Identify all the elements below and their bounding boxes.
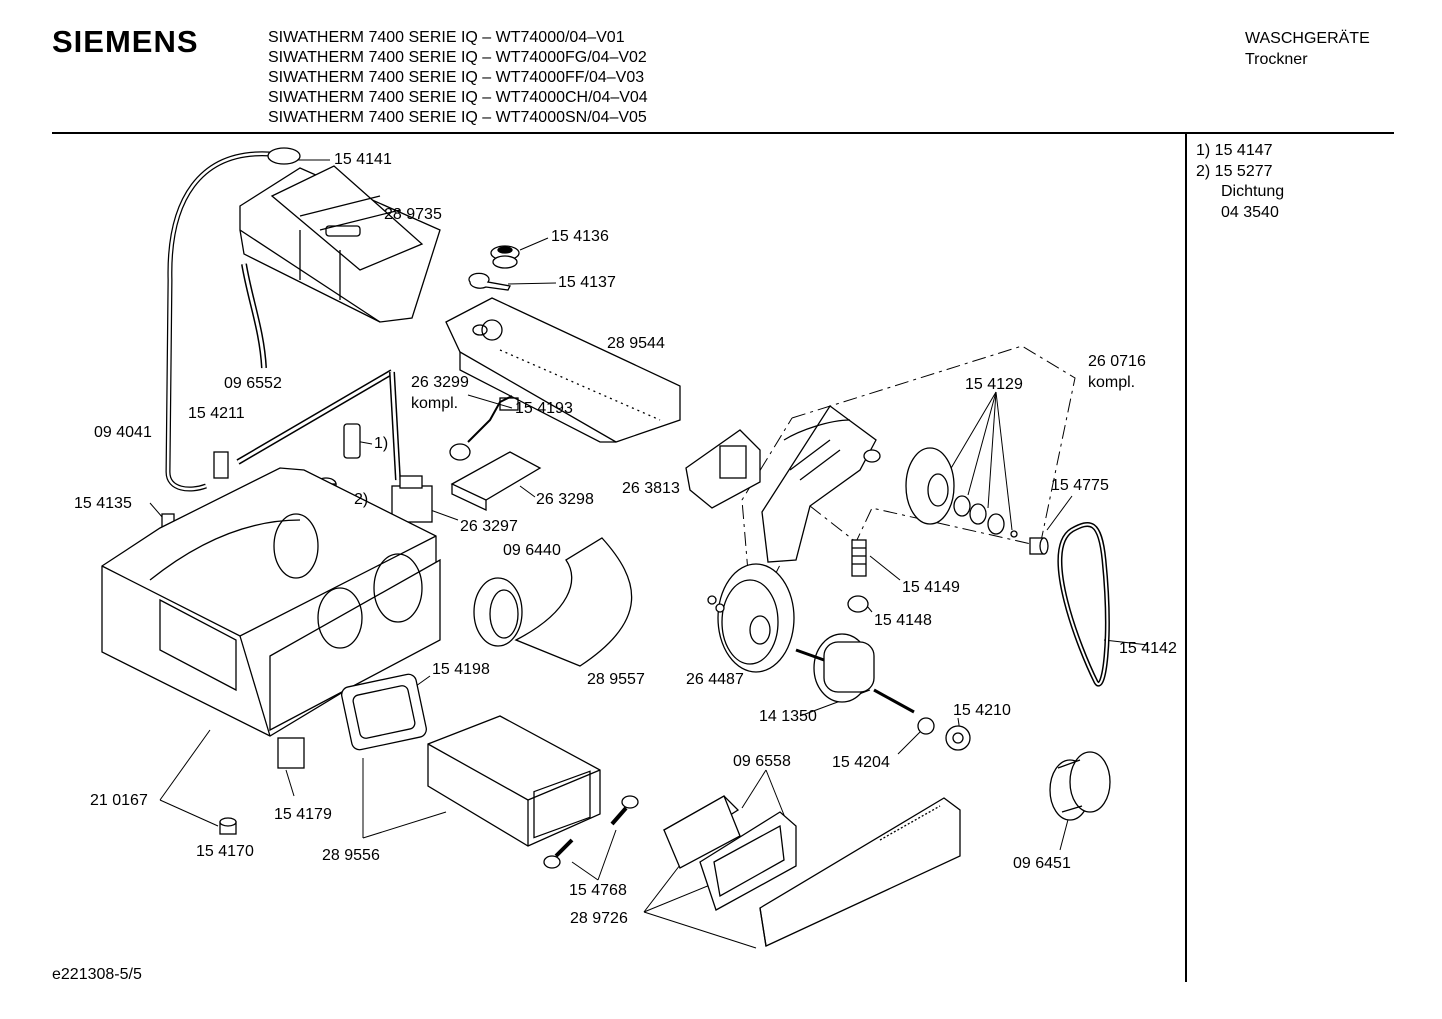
model-line-3: SIWATHERM 7400 SERIE IQ – WT74000FF/04–V… [268,69,645,86]
clip-154211 [213,451,229,479]
part-154179 [277,737,305,769]
note-1: 1) 15 4147 [1196,142,1273,159]
notes-divider [1185,134,1187,982]
label-141350: 14 1350 [759,708,817,725]
pulley-154129 [905,447,1018,538]
motor-bracket [761,405,881,563]
lint-filter-289735 [239,165,441,323]
label-154211: 15 4211 [188,405,245,422]
model-line-1: SIWATHERM 7400 SERIE IQ – WT74000/04–V01 [268,29,625,46]
label-154179: 15 4179 [274,806,332,823]
key-154137 [468,272,511,291]
label-154170: 15 4170 [196,843,254,860]
gasket-096558 [663,795,741,869]
label-094041: 09 4041 [94,424,152,441]
fan-264487 [707,563,795,673]
label-210167: 21 0167 [90,792,148,809]
label-kompl-260716: kompl. [1088,374,1136,391]
label-154142: 15 4142 [1119,640,1177,657]
label-154775: 15 4775 [1051,477,1109,494]
part-154775 [1029,537,1049,555]
board-263298 [450,451,542,512]
model-line-4: SIWATHERM 7400 SERIE IQ – WT74000CH/04–V… [268,89,648,106]
base-frame-210167 [101,467,441,737]
part-154170 [219,817,237,835]
note-2: 2) 15 5277 [1196,163,1273,180]
header-divider [52,132,1394,134]
label-096552: 09 6552 [224,375,282,392]
motor-141350 [795,633,915,714]
heater-289556 [427,715,601,847]
leader-lines [149,159,1149,949]
label-289726: 28 9726 [570,910,628,927]
subcategory-title: Trockner [1245,51,1308,68]
part-154210 [945,725,971,751]
assembly-boundary [741,345,1076,622]
label-096440: 09 6440 [503,542,561,559]
label-096451: 09 6451 [1013,855,1071,872]
spring-154149 [851,539,867,577]
duct-cover-289544 [445,297,681,443]
part-154204 [917,717,935,735]
label-263298: 26 3298 [536,491,594,508]
float-switch-263299 [449,395,519,461]
seal-096440 [473,577,523,647]
note-2-desc: Dichtung [1221,183,1285,200]
model-line-2: SIWATHERM 7400 SERIE IQ – WT74000FG/04–V… [268,49,647,66]
label-289556: 28 9556 [322,847,380,864]
label-263297: 26 3297 [460,518,518,535]
label-096558: 09 6558 [733,753,791,770]
model-line-5: SIWATHERM 7400 SERIE IQ – WT74000SN/04–V… [268,109,647,126]
label-154149: 15 4149 [902,579,960,596]
label-154129: 15 4129 [965,376,1023,393]
label-kompl-263299: kompl. [411,395,459,412]
label-154137: 15 4137 [558,274,616,291]
grommet-154136 [490,245,520,269]
label-154135: 15 4135 [74,495,132,512]
gasket-154198 [341,673,427,751]
label-260716: 26 0716 [1088,353,1146,370]
label-154141: 15 4141 [334,151,392,168]
label-154768: 15 4768 [569,882,627,899]
felt-289557 [514,537,633,667]
screw-154768 [543,795,639,869]
label-154210: 15 4210 [953,702,1011,719]
label-289557: 28 9557 [587,671,645,688]
label-263813: 26 3813 [622,480,680,497]
label-note-2: 2) [354,491,369,508]
note-2-number: 04 3540 [1221,204,1279,221]
label-154136: 15 4136 [551,228,609,245]
capacitor [343,423,361,459]
brand-logo: SIEMENS [52,24,199,59]
part-154148 [847,595,869,613]
pump-263297 [391,475,433,523]
front-panel-289726 [759,797,961,947]
document-id: e221308-5/5 [52,966,142,983]
label-289544: 28 9544 [607,335,665,352]
bracket-263813 [685,429,761,509]
label-264487: 26 4487 [686,671,744,688]
label-154198: 15 4198 [432,661,490,678]
label-note-1: 1) [374,435,389,452]
label-289735: 28 9735 [384,206,442,223]
label-154148: 15 4148 [874,612,932,629]
label-263299: 26 3299 [411,374,469,391]
door-frame-289726 [699,811,797,911]
category-title: WASCHGERÄTE [1245,30,1370,47]
filter-096451 [1049,751,1111,821]
label-154204: 15 4204 [832,754,890,771]
label-154193: 15 4193 [515,400,573,417]
